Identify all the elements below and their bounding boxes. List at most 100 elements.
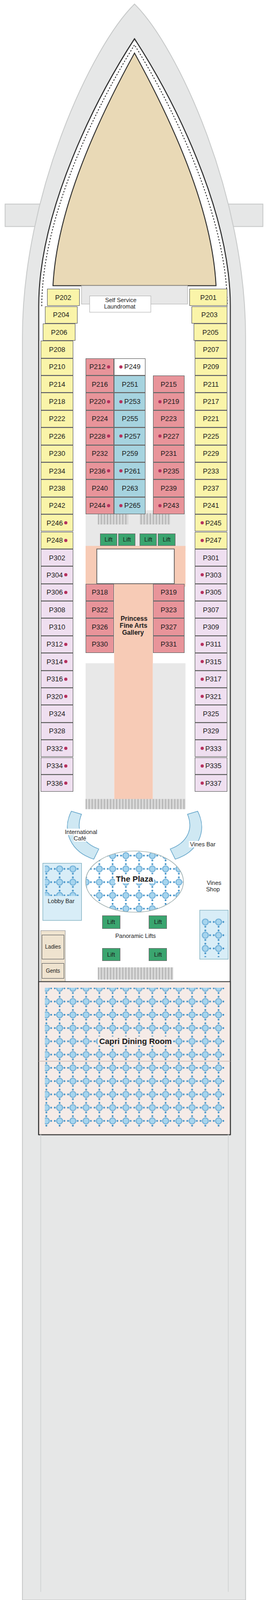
area-name: International Café: [63, 827, 98, 841]
cabin-number: P214: [49, 380, 66, 388]
area-name: Self Service Laundromat: [103, 296, 137, 310]
cabin-box: P205: [193, 323, 228, 341]
cabin-box: P207: [194, 340, 228, 358]
restroom-box: Gents: [41, 961, 65, 978]
cabin-box: P223: [152, 409, 185, 427]
cabin-number: P306: [46, 587, 63, 595]
cabin-box: P308: [40, 600, 74, 618]
cabin-number: P230: [49, 449, 66, 457]
cabin-box: P309: [194, 617, 228, 635]
area-label: International Café: [57, 827, 105, 841]
cabin-number: P314: [46, 657, 63, 665]
cabin-box: P263: [113, 478, 146, 496]
cabin-box: P227: [152, 426, 185, 444]
cabin-number: P240: [91, 484, 108, 492]
cabin-box: P320: [40, 686, 74, 704]
cabin-number: P265: [124, 501, 141, 509]
cabin-box: P319: [152, 583, 185, 601]
cabin-box: P303: [194, 565, 228, 583]
cabin-box: P229: [194, 444, 228, 462]
facility-name: Lift: [154, 950, 163, 957]
cabin-box: P315: [194, 652, 228, 670]
cabin-number: P327: [160, 622, 177, 630]
cabin-number: P337: [205, 778, 222, 786]
cabin-number: P205: [202, 328, 219, 336]
area-label: Vines Shop: [197, 878, 230, 892]
cabin-box: P208: [40, 340, 74, 358]
cabin-number: P229: [202, 449, 219, 457]
cabin-box: P247: [194, 531, 228, 549]
cabin-box: P239: [152, 478, 185, 496]
area-label: Vines Bar: [181, 839, 225, 847]
cabin-number: P202: [55, 293, 72, 301]
cabin-number: P206: [50, 328, 67, 336]
cabin-number: P219: [163, 397, 180, 405]
cabin-number: P241: [202, 501, 219, 509]
restroom-box: Ladies: [41, 933, 65, 959]
cabin-box: P241: [194, 496, 228, 514]
cabin-number: P234: [49, 466, 66, 474]
cabin-number: P231: [160, 449, 177, 457]
cabin-number: P331: [160, 639, 177, 647]
cabin-number: P335: [205, 761, 222, 769]
cabin-number: P324: [49, 709, 66, 717]
cabin-box: P324: [40, 703, 74, 722]
cabin-box: P228: [85, 426, 114, 444]
cabin-number: P315: [205, 657, 222, 665]
cabin-box: P248: [40, 531, 74, 549]
facility-name: Lift: [144, 536, 153, 542]
area-label: Panoramic Lifts: [100, 931, 172, 938]
cabin-number: P201: [200, 293, 217, 301]
cabin-box: P220: [85, 392, 114, 410]
area-name: Panoramic Lifts: [113, 931, 157, 938]
cabin-box: P217: [194, 392, 228, 410]
cabin-box: P212: [85, 357, 114, 375]
cabin-box: P332: [40, 738, 74, 756]
cabin-box: P255: [113, 409, 146, 427]
cabin-number: P312: [46, 639, 63, 647]
lift-box: Lift: [102, 914, 121, 928]
cabin-number: P222: [49, 414, 66, 422]
cabin-box: P224: [85, 409, 114, 427]
cabin-box: P231: [152, 444, 185, 462]
area-label: Princess Fine Arts Gallery: [113, 614, 155, 637]
cabin-box: P307: [194, 600, 228, 618]
cabin-box: P323: [152, 600, 185, 618]
cabin-number: P208: [49, 345, 66, 353]
cabin-number: P303: [205, 570, 222, 578]
cabin-number: P251: [121, 380, 139, 388]
lift-box: Lift: [157, 532, 175, 546]
cabin-number: P259: [121, 449, 139, 457]
cabin-number: P210: [49, 362, 66, 370]
cabin-box: P306: [40, 583, 74, 601]
cabin-number: P204: [52, 310, 70, 318]
area-label: Capri Dining Room: [89, 1035, 182, 1045]
cabin-box: P210: [40, 357, 74, 375]
cabin-number: P227: [163, 432, 180, 440]
cabin-number: P257: [124, 432, 141, 440]
cabin-box: P238: [40, 478, 74, 496]
cabin-box: P236: [85, 461, 114, 479]
cabin-box: P225: [194, 426, 228, 444]
facility-name: Lift: [104, 536, 113, 542]
cabin-number: P212: [89, 362, 106, 370]
cabin-number: P233: [202, 466, 219, 474]
cabin-box: P235: [152, 461, 185, 479]
cabin-number: P242: [49, 501, 66, 509]
cabin-number: P301: [202, 553, 219, 561]
cabin-box: P317: [194, 669, 228, 687]
cabin-number: P248: [46, 536, 63, 543]
facility-name: Lift: [162, 536, 171, 542]
lift-box: Lift: [100, 532, 118, 546]
cabin-box: P204: [44, 305, 78, 324]
facility-name: Lift: [154, 917, 163, 924]
cabin-number: P304: [46, 570, 63, 578]
area-name: Lobby Bar: [46, 896, 76, 903]
cabin-box: P257: [113, 426, 146, 444]
cabin-box: P233: [194, 461, 228, 479]
cabin-box: P222: [40, 409, 74, 427]
cabin-number: P330: [91, 639, 108, 647]
cabin-number: P321: [205, 692, 222, 700]
lift-box: Lift: [102, 946, 121, 961]
